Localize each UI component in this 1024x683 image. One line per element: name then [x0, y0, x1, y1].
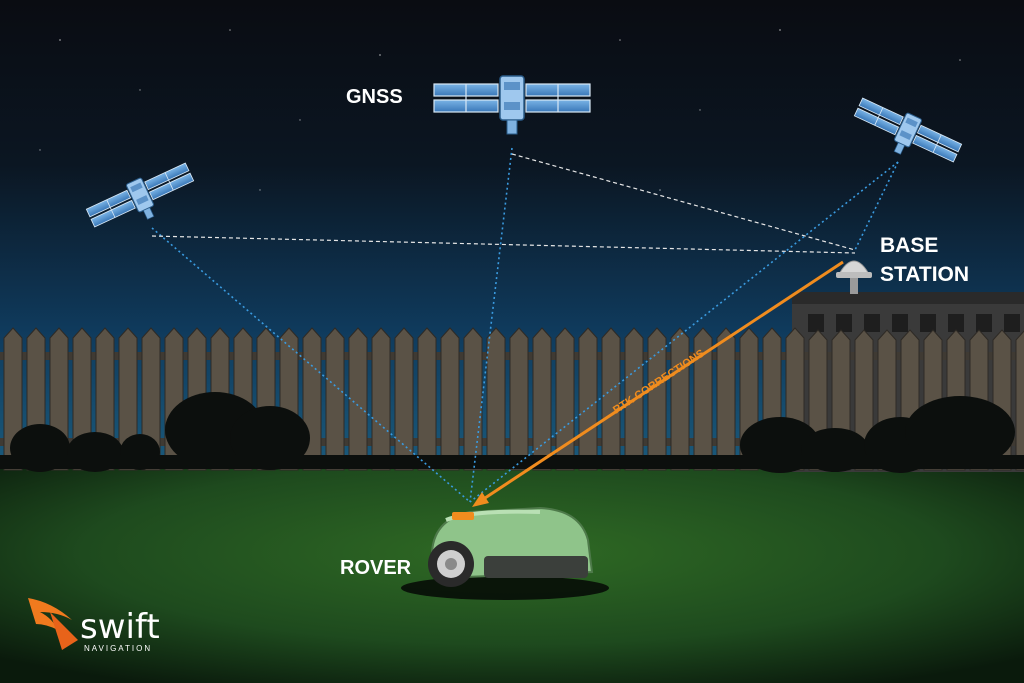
swift-logo: swift NAVIGATION: [28, 598, 160, 653]
signal-sat-right-to-base: [854, 161, 899, 251]
fence-picket: [578, 327, 598, 471]
bushes: [0, 392, 1024, 473]
signal-lines: [151, 147, 899, 507]
fence-picket: [371, 327, 391, 471]
logo-subtitle: NAVIGATION: [84, 644, 152, 653]
logo-word: swift: [80, 607, 160, 647]
fence-picket: [325, 327, 345, 471]
rtk-corrections-arrow: [481, 260, 844, 502]
fence-picket: [417, 327, 437, 471]
fence-picket: [1015, 330, 1024, 471]
label-gnss: GNSS: [346, 86, 403, 108]
signal-sat-right-to-rover: [469, 161, 899, 503]
fence-picket: [463, 327, 483, 471]
fence-picket: [693, 327, 713, 471]
link-sat-left-to-base: [151, 235, 856, 254]
fence-picket: [670, 327, 690, 471]
stars: [39, 29, 961, 191]
rtk-arrowhead: [472, 492, 489, 507]
rover-mower-icon: [401, 506, 609, 600]
fence-picket: [394, 327, 414, 471]
fence-picket: [716, 327, 736, 471]
fence-picket: [647, 327, 667, 471]
label-rover: ROVER: [340, 557, 412, 579]
fence-picket: [509, 327, 529, 471]
link-sat-top-to-base: [511, 153, 856, 251]
fence-picket: [532, 327, 552, 471]
fence-picket: [440, 327, 460, 471]
swift-logo-icon: [28, 598, 78, 650]
fence-picket: [348, 327, 368, 471]
fence-picket: [486, 327, 506, 471]
label-base-line2: STATION: [880, 263, 969, 286]
fence-picket: [601, 327, 621, 471]
fence-picket: [555, 327, 575, 471]
base-station-antenna-icon: [836, 260, 872, 294]
label-base-line1: BASE: [880, 234, 938, 257]
